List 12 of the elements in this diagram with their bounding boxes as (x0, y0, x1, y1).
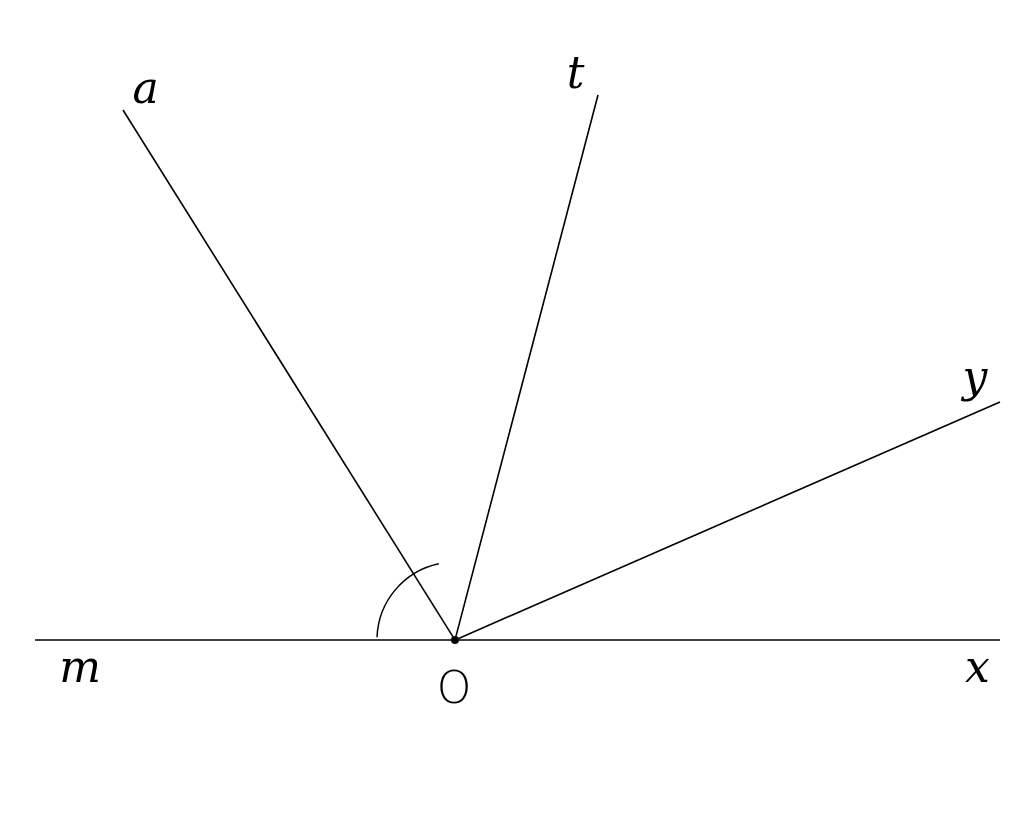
point-label: O (435, 661, 473, 715)
ray-label: x (955, 642, 1000, 692)
ray-line (34, 639, 452, 641)
ray-label: y (950, 352, 1000, 402)
ray-line (455, 94, 599, 637)
ray-line (458, 639, 1001, 641)
ray-label: m (35, 642, 125, 692)
point-dot (451, 636, 459, 644)
ray-label: a (123, 65, 168, 110)
ray-line (457, 401, 1001, 640)
ray-label: t (553, 50, 598, 95)
ray-line (122, 109, 454, 638)
